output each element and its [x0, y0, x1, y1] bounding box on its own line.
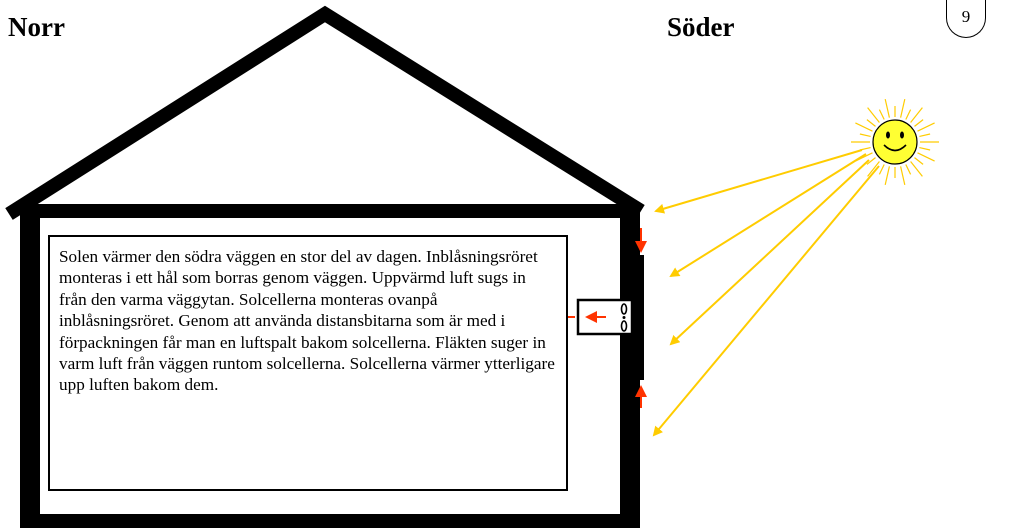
solar-panels: [632, 255, 644, 380]
sun-ray: [884, 98, 890, 118]
north-label: Norr: [8, 12, 65, 42]
sun-ray: [900, 98, 906, 118]
south-label: Söder: [667, 12, 735, 42]
sun-ray: [914, 119, 924, 127]
sun-ray: [917, 152, 935, 162]
sun-ray: [866, 119, 876, 127]
sun-ray: [884, 166, 890, 186]
sunlight-arrow-2: [669, 153, 867, 278]
sun-ray: [910, 161, 923, 177]
roof: [5, 5, 645, 220]
sunlight-arrow-1: [654, 149, 863, 214]
sun-ray: [900, 166, 906, 186]
sun-ray: [855, 122, 873, 132]
sun-ray: [867, 107, 880, 123]
smiling-sun-icon: [851, 98, 939, 186]
sun-ray: [859, 133, 871, 137]
page-number-badge: 9: [946, 0, 986, 38]
sun-ray: [866, 157, 876, 165]
description-text: Solen värmer den södra väggen en stor de…: [59, 247, 555, 395]
description-box: Solen värmer den södra väggen en stor de…: [48, 235, 568, 491]
sun-ray: [914, 157, 924, 165]
fan-icon: [620, 303, 628, 332]
sun-ray: [919, 133, 931, 137]
sun-ray: [867, 161, 880, 177]
sunlight-arrows: [652, 149, 880, 437]
sun-ray: [878, 164, 885, 175]
sun-ray: [878, 109, 885, 120]
sunlight-arrow-4: [652, 165, 880, 437]
sun-ray: [859, 147, 871, 151]
house-walls: [20, 204, 640, 528]
sun-ray: [919, 147, 931, 151]
sun-ray: [917, 122, 935, 132]
sun-ray: [910, 107, 923, 123]
sun-ray: [855, 152, 873, 162]
sun-ray: [905, 164, 912, 175]
sun-ray: [905, 109, 912, 120]
sunlight-arrow-3: [669, 159, 870, 346]
